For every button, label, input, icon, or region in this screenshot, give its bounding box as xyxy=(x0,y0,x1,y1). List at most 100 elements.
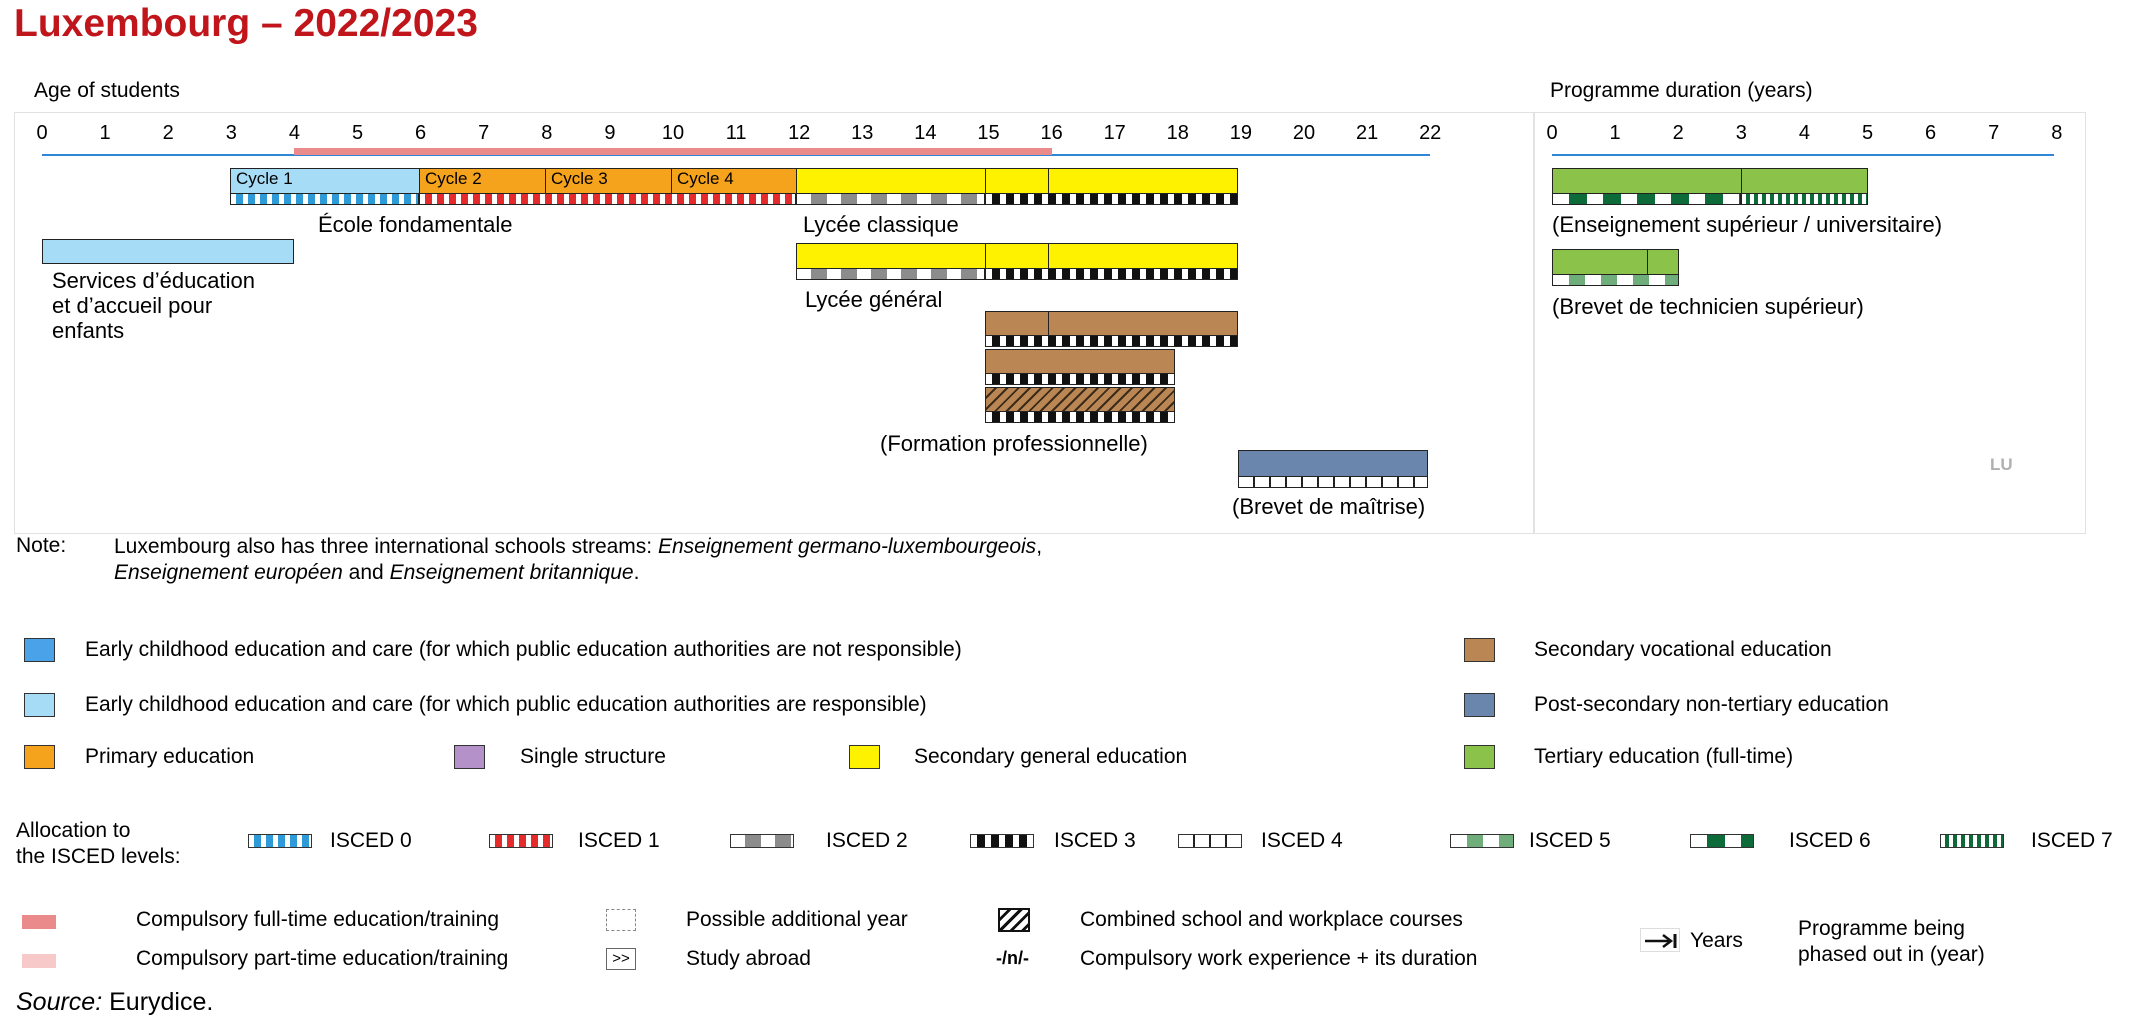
duration-tick-label: 4 xyxy=(1798,122,1810,144)
legend-swatch-sec-general xyxy=(849,745,880,769)
isced4-stripe xyxy=(1238,476,1428,488)
services-education-bar xyxy=(42,239,294,264)
age-axis-line xyxy=(42,154,1430,156)
legend-swatch-single xyxy=(454,745,485,769)
isced3-stripe xyxy=(985,411,1175,423)
isced1-label: ISCED 1 xyxy=(578,829,660,852)
age-tick-label: 15 xyxy=(977,122,1000,144)
enseignement-superieur-bar xyxy=(1552,168,1868,194)
work-experience-icon: -/n/- xyxy=(996,948,1029,968)
vocational-bar-1 xyxy=(985,311,1238,336)
isced3-stripe xyxy=(985,335,1238,347)
age-tick-label: 20 xyxy=(1292,122,1316,144)
legend-primary: Primary education xyxy=(85,745,255,768)
age-tick-label: 6 xyxy=(415,122,427,144)
legend-swatch-primary xyxy=(24,745,55,769)
services-education-label: Services d’éducation et d’accueil pour e… xyxy=(52,268,255,343)
isced-allocation-label: Allocation to the ISCED levels: xyxy=(16,818,181,870)
lycee-classique-bar xyxy=(796,168,1238,194)
additional-year-label: Possible additional year xyxy=(686,908,908,931)
enseignement-superieur-label: (Enseignement supérieur / universitaire) xyxy=(1552,212,1943,237)
isced4-label: ISCED 4 xyxy=(1261,829,1343,852)
brevet-maitrise-label: (Brevet de maîtrise) xyxy=(1232,494,1426,519)
age-chart-frame xyxy=(14,112,1534,534)
duration-tick-label: 0 xyxy=(1546,122,1558,144)
duration-chart-frame xyxy=(1534,112,2086,534)
vocational-bar-2 xyxy=(985,349,1175,374)
cycle-3-segment: Cycle 3 xyxy=(546,169,672,193)
isced3-swatch xyxy=(970,834,1034,848)
legend-post-sec: Post-secondary non-tertiary education xyxy=(1534,693,1889,716)
study-abroad-icon: >> xyxy=(606,948,636,970)
isced1-stripe xyxy=(419,193,796,205)
duration-tick-label: 3 xyxy=(1735,122,1747,144)
legend-sec-general: Secondary general education xyxy=(914,745,1188,768)
age-tick-label: 16 xyxy=(1040,122,1063,144)
duration-tick-label: 1 xyxy=(1609,122,1621,144)
phased-out-label: Programme being phased out in (year) xyxy=(1798,916,1985,968)
age-tick-label: 13 xyxy=(851,122,874,144)
isced3-stripe xyxy=(985,193,1238,205)
country-code: LU xyxy=(1990,455,2013,474)
phased-line1: Programme being xyxy=(1798,917,1965,940)
duration-axis-header: Programme duration (years) xyxy=(1550,79,1813,102)
isced2-swatch xyxy=(730,834,794,848)
phased-line2: phased out in (year) xyxy=(1798,943,1985,966)
ens-sup-seg-1 xyxy=(1553,169,1742,193)
lycee-general-bar xyxy=(796,243,1238,269)
duration-tick-label: 7 xyxy=(1988,122,2000,144)
lycee-classique-seg-2 xyxy=(986,169,1049,193)
isced6-stripe xyxy=(1552,193,1741,205)
services-line-2: et d’accueil pour xyxy=(52,293,213,318)
phase-out-arrow-icon xyxy=(1640,928,1680,952)
duration-tick-label: 6 xyxy=(1925,122,1937,144)
isced3-stripe xyxy=(985,373,1175,385)
duration-tick-label: 2 xyxy=(1672,122,1684,144)
combined-courses-label: Combined school and workplace courses xyxy=(1080,908,1463,931)
lycee-general-label: Lycée général xyxy=(805,287,943,312)
compulsory-part-swatch xyxy=(22,954,56,968)
bts-bar xyxy=(1552,249,1679,275)
legend-swatch-ecec-resp xyxy=(24,693,55,717)
legend-sec-vocational: Secondary vocational education xyxy=(1534,638,1832,661)
legend-swatch-post-sec xyxy=(1464,693,1495,717)
age-tick-label: 17 xyxy=(1103,122,1126,144)
lycee-classique-seg-1 xyxy=(797,169,986,193)
isced5-stripe xyxy=(1552,274,1679,286)
bts-label: (Brevet de technicien supérieur) xyxy=(1552,294,1864,319)
legend-single: Single structure xyxy=(520,745,666,768)
age-tick-label: 2 xyxy=(162,122,174,144)
legend-ecec-resp: Early childhood education and care (for … xyxy=(85,693,927,716)
age-tick-label: 5 xyxy=(351,122,364,144)
page-title: Luxembourg – 2022/2023 xyxy=(14,2,478,45)
cycle-1-segment: Cycle 1 xyxy=(231,169,420,193)
age-tick-label: 3 xyxy=(225,122,237,144)
cycle-2-segment: Cycle 2 xyxy=(420,169,546,193)
isced0-swatch xyxy=(248,834,312,848)
age-tick-label: 0 xyxy=(36,122,48,144)
note-line2-italic1: Enseignement européen xyxy=(114,561,343,584)
services-line-1: Services d’éducation xyxy=(52,268,256,293)
age-tick-label: 8 xyxy=(541,122,553,144)
age-tick-label: 7 xyxy=(478,122,490,144)
brevet-maitrise-bar xyxy=(1238,450,1428,478)
compulsory-part-label: Compulsory part-time education/training xyxy=(136,947,509,970)
age-tick-label: 12 xyxy=(788,122,811,144)
source-label: Source: xyxy=(16,988,103,1016)
isced1-swatch xyxy=(489,834,553,848)
isced6-label: ISCED 6 xyxy=(1789,829,1871,852)
compulsory-full-swatch xyxy=(22,915,56,929)
legend-swatch-ecec-not-resp xyxy=(24,638,55,662)
isced5-swatch xyxy=(1450,834,1514,848)
legend-ecec-not-resp: Early childhood education and care (for … xyxy=(85,638,962,661)
isced-label-line2: the ISCED levels: xyxy=(16,845,181,868)
legend-swatch-tertiary xyxy=(1464,745,1495,769)
note-label: Note: xyxy=(16,534,67,557)
isced7-stripe xyxy=(1741,193,1868,205)
combined-courses-icon xyxy=(998,908,1030,932)
note-text: Luxembourg also has three international … xyxy=(114,534,1042,586)
note-line2-italic2: Enseignement britannique xyxy=(389,561,634,584)
isced4-swatch xyxy=(1178,834,1242,848)
duration-axis-line xyxy=(1552,154,2054,156)
age-tick-label: 22 xyxy=(1419,122,1442,144)
